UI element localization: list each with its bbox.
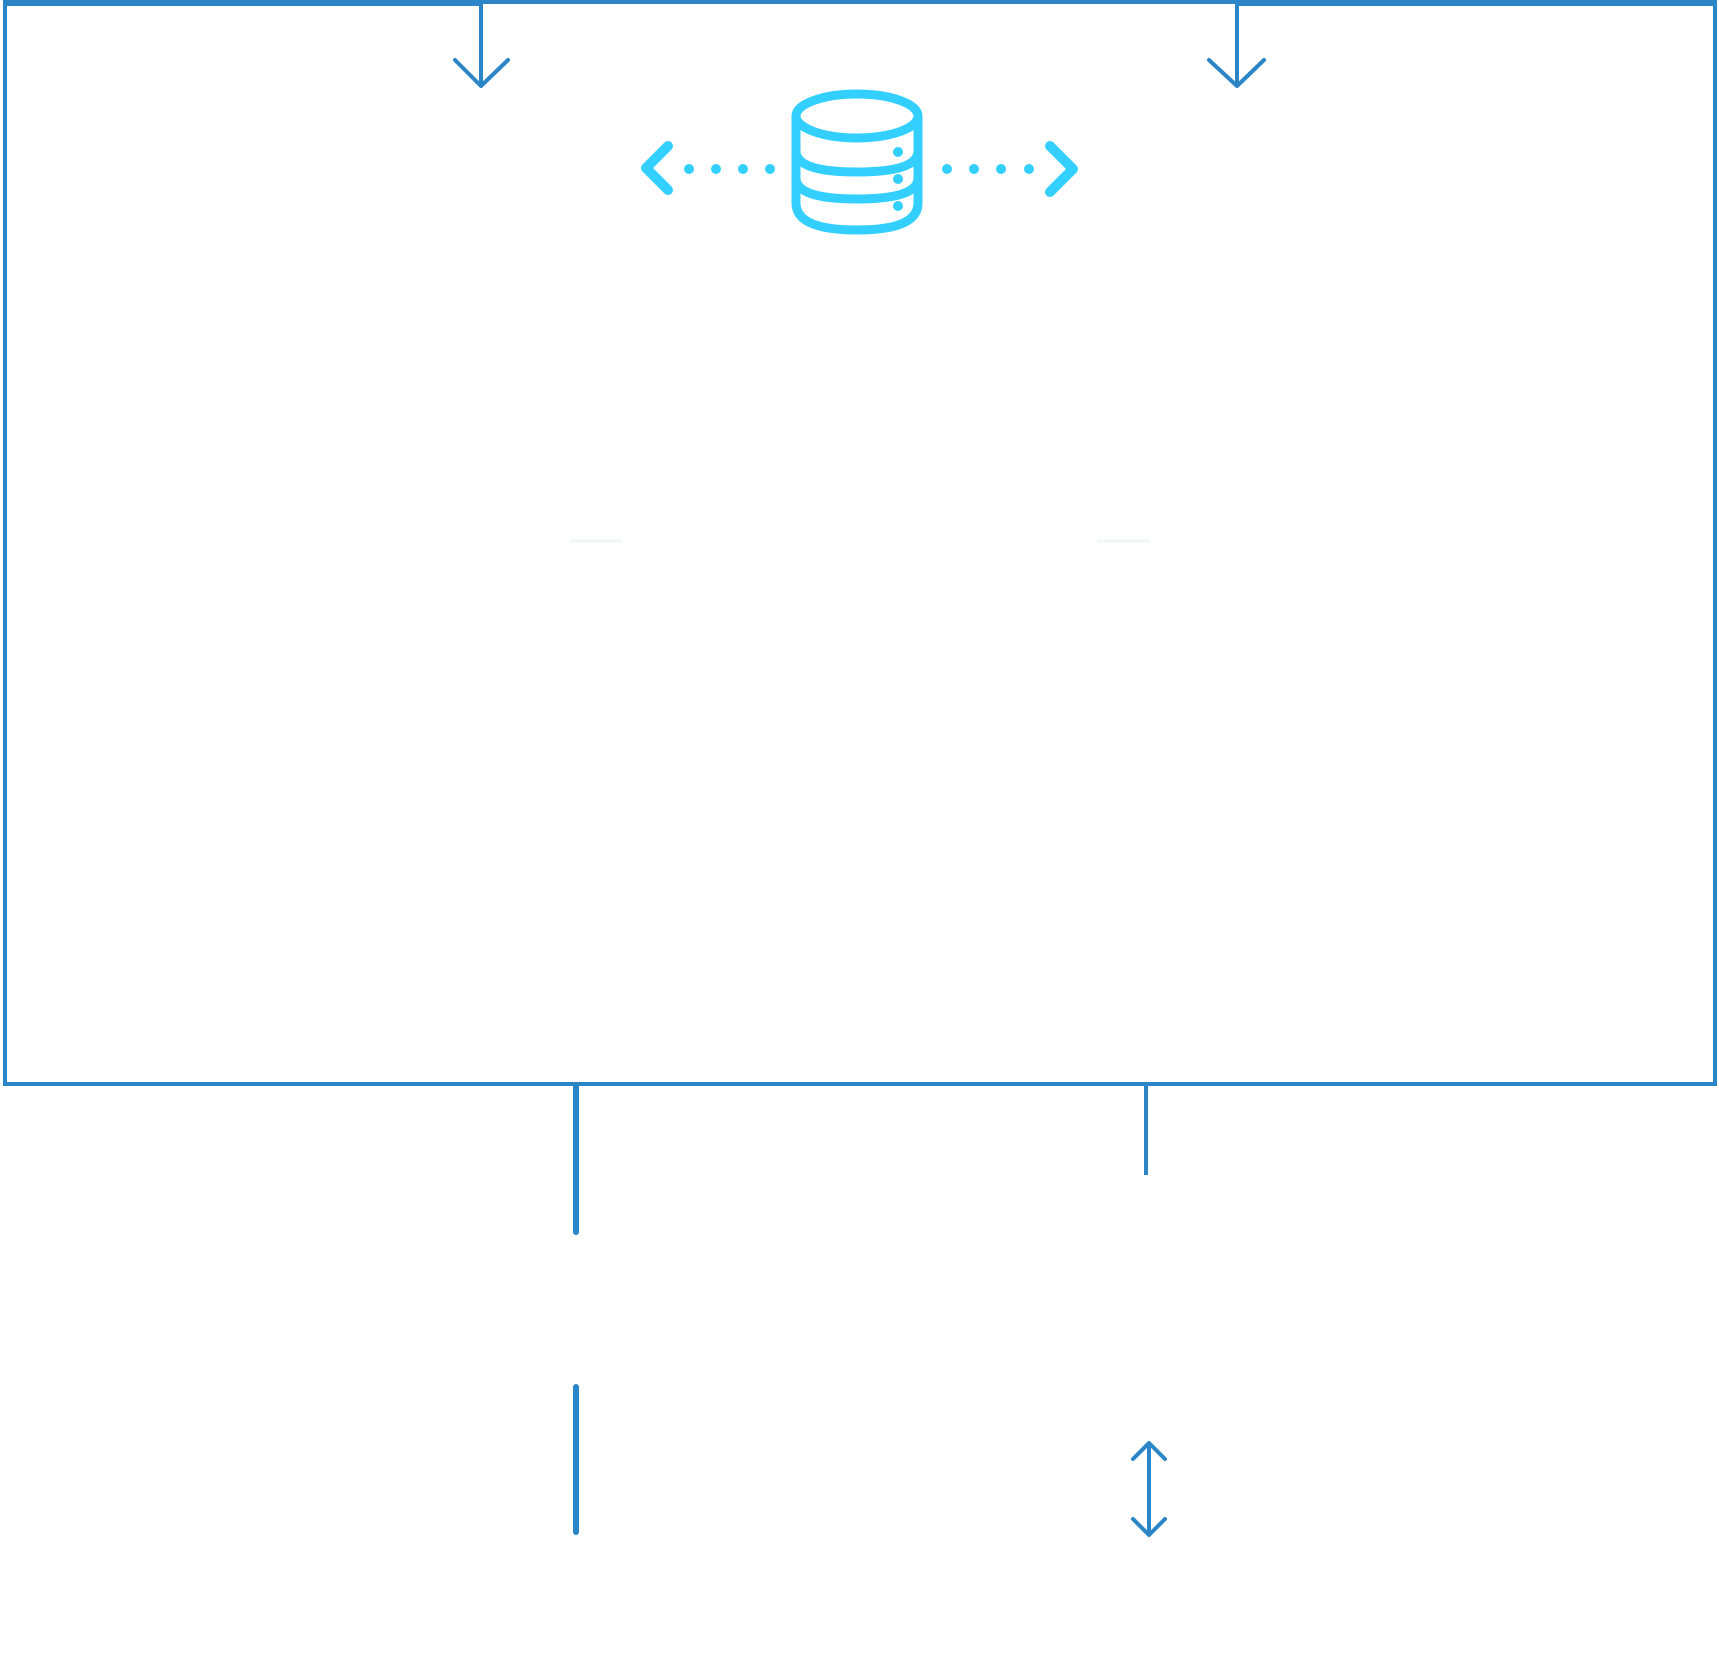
- database-exchange-group: [641, 89, 1078, 235]
- top-right-connector: [1207, 2, 1715, 88]
- database-server-icon: [791, 89, 923, 235]
- main-container-box: [3, 0, 1717, 1086]
- top-left-connector: [5, 2, 510, 88]
- double-arrow-vertical-icon: [1131, 1441, 1167, 1537]
- chevron-right-icon: [1045, 141, 1078, 197]
- chevron-left-icon: [641, 141, 673, 195]
- dotted-link-right: [942, 164, 1034, 174]
- arrow-down-icon: [453, 58, 510, 88]
- dotted-link-left: [684, 164, 775, 174]
- arrow-down-icon: [1207, 58, 1266, 88]
